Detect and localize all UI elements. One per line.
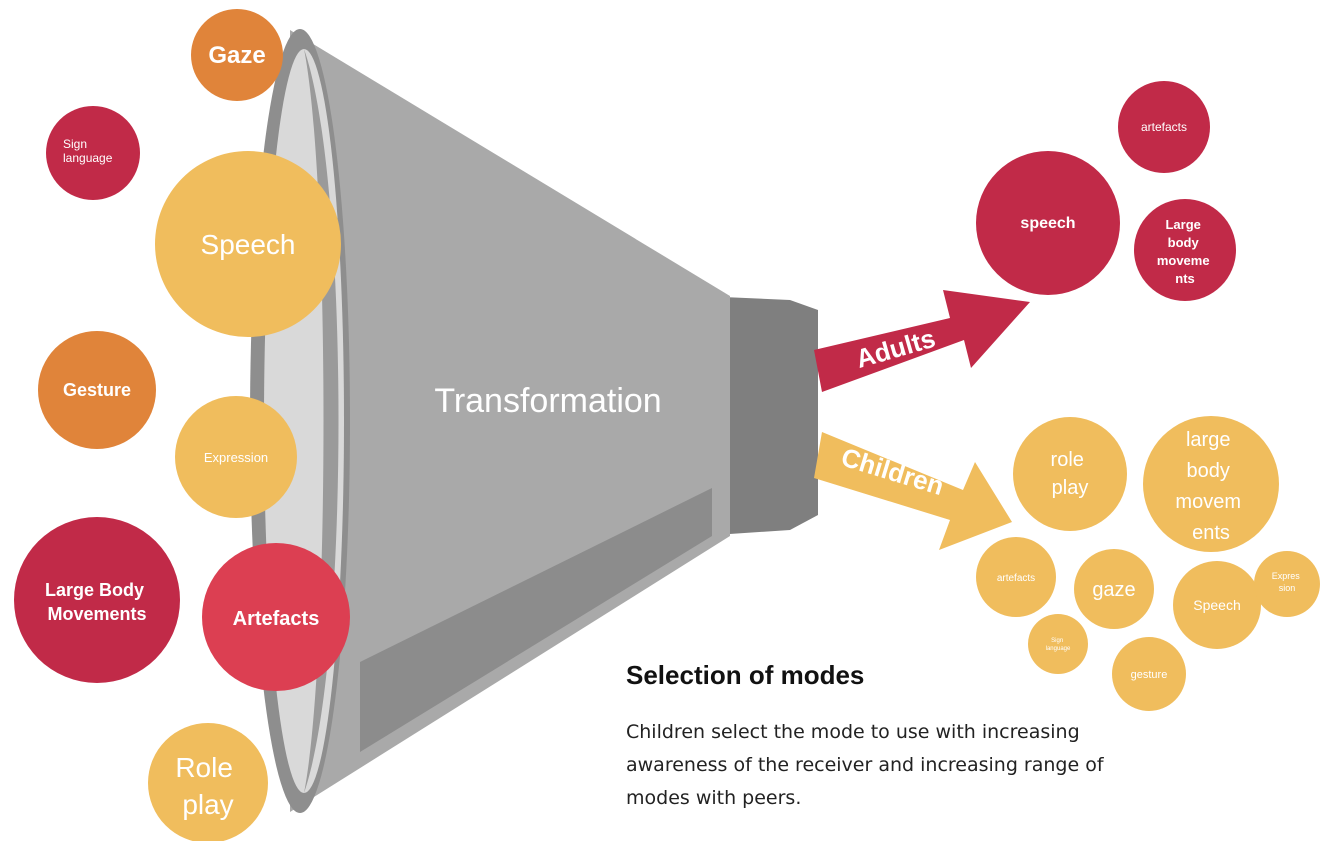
- children-arrow: Children: [814, 432, 1012, 550]
- input-expression: Expression: [175, 396, 297, 518]
- adult-output-speech-label: speech: [1020, 215, 1075, 232]
- child-output-gaze: gaze: [1074, 549, 1154, 629]
- child-output-gesture-circle: [1112, 637, 1186, 711]
- input-role-play-circle: [148, 723, 268, 841]
- input-gesture: Gesture: [38, 331, 156, 449]
- adults-arrow-shape: [814, 290, 1030, 392]
- adult-output-speech-circle: [976, 151, 1120, 295]
- child-output-large-body-movements-circle: [1143, 416, 1279, 552]
- child-output-expression: Expres sion: [1254, 551, 1320, 617]
- child-output-gesture-label: gesture: [1131, 669, 1168, 681]
- child-output-artefacts-circle: [976, 537, 1056, 617]
- adult-output-artefacts: artefacts: [1118, 81, 1210, 173]
- input-speech: Speech: [155, 151, 341, 337]
- funnel-body: [290, 30, 730, 812]
- funnel-bottom-shade: [360, 488, 712, 752]
- child-output-gaze-circle: [1074, 549, 1154, 629]
- input-gaze-circle: [191, 9, 283, 101]
- caption-title: Selection of modes: [626, 660, 865, 690]
- adult-output-speech: speech: [976, 151, 1120, 295]
- input-speech-circle: [155, 151, 341, 337]
- children-arrow-shape: [814, 432, 1012, 550]
- input-gaze-label: Gaze: [208, 42, 265, 69]
- child-output-large-body-movements-label: large body movem ents: [1175, 429, 1246, 544]
- input-large-body-movements-label: Large Body Movements: [45, 580, 149, 624]
- input-artefacts-circle: [202, 543, 350, 691]
- child-output-gaze-label: gaze: [1092, 579, 1135, 601]
- input-sign-language: Sign language: [46, 106, 140, 200]
- adult-output-large-body-movements-label: Large body moveme nts: [1157, 217, 1213, 286]
- funnel: Transformation: [250, 29, 818, 813]
- child-output-artefacts: artefacts: [976, 537, 1056, 617]
- input-large-body-movements-circle: [14, 517, 180, 683]
- input-gesture-circle: [38, 331, 156, 449]
- adult-output-large-body-movements-circle: [1134, 199, 1236, 301]
- child-output-sign-language-circle: [1028, 614, 1088, 674]
- child-output-sign-language-label: Sign language: [1046, 638, 1071, 652]
- child-output-large-body-movements: large body movem ents: [1143, 416, 1279, 552]
- adults-arrow-label: Adults: [853, 323, 939, 374]
- adults-arrow: Adults: [814, 290, 1030, 392]
- adult-output-large-body-movements: Large body moveme nts: [1134, 199, 1236, 301]
- input-sign-language-label: Sign language: [63, 137, 113, 165]
- input-large-body-movements: Large Body Movements: [14, 517, 180, 683]
- input-artefacts: Artefacts: [202, 543, 350, 691]
- input-speech-label: Speech: [201, 229, 296, 260]
- child-output-role-play-circle: [1013, 417, 1127, 531]
- funnel-label: Transformation: [434, 382, 661, 420]
- input-sign-language-circle: [46, 106, 140, 200]
- child-output-speech-circle: [1173, 561, 1261, 649]
- input-artefacts-label: Artefacts: [233, 608, 320, 630]
- input-expression-label: Expression: [204, 450, 268, 465]
- child-output-expression-circle: [1254, 551, 1320, 617]
- input-expression-circle: [175, 396, 297, 518]
- input-gesture-label: Gesture: [63, 380, 131, 400]
- adult-output-artefacts-label: artefacts: [1141, 120, 1187, 134]
- child-output-gesture: gesture: [1112, 637, 1186, 711]
- input-role-play-label: Role play: [175, 752, 240, 820]
- child-output-role-play: role play: [1013, 417, 1127, 531]
- adult-output-artefacts-circle: [1118, 81, 1210, 173]
- input-role-play: Role play: [148, 723, 268, 841]
- child-output-role-play-label: role play: [1051, 449, 1090, 499]
- child-output-speech: Speech: [1173, 561, 1261, 649]
- child-output-sign-language: Sign language: [1028, 614, 1088, 674]
- caption-body: Children select the mode to use with inc…: [626, 721, 1104, 809]
- child-output-artefacts-label: artefacts: [997, 573, 1035, 584]
- child-output-speech-label: Speech: [1193, 597, 1240, 613]
- input-gaze: Gaze: [191, 9, 283, 101]
- child-output-expression-label: Expres sion: [1272, 571, 1303, 593]
